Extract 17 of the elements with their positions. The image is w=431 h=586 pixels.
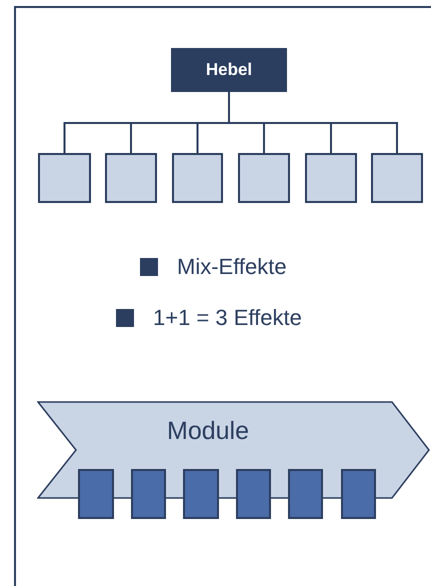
bullet-text: Mix-Effekte	[177, 256, 287, 278]
empty-box	[183, 469, 219, 519]
empty-box	[238, 153, 290, 203]
connector-line	[228, 92, 398, 153]
empty-box	[305, 153, 357, 203]
empty-box	[38, 153, 91, 203]
empty-box	[172, 153, 223, 203]
empty-box	[288, 469, 323, 519]
lever-box: Hebel	[171, 48, 287, 92]
chevron-label: Module	[167, 419, 249, 444]
empty-box	[105, 153, 157, 203]
empty-box	[236, 469, 271, 519]
empty-box	[341, 469, 376, 519]
empty-box	[371, 153, 423, 203]
empty-box	[131, 469, 166, 519]
bullet-text: 1+1 = 3 Effekte	[153, 307, 302, 329]
empty-box	[78, 469, 114, 519]
